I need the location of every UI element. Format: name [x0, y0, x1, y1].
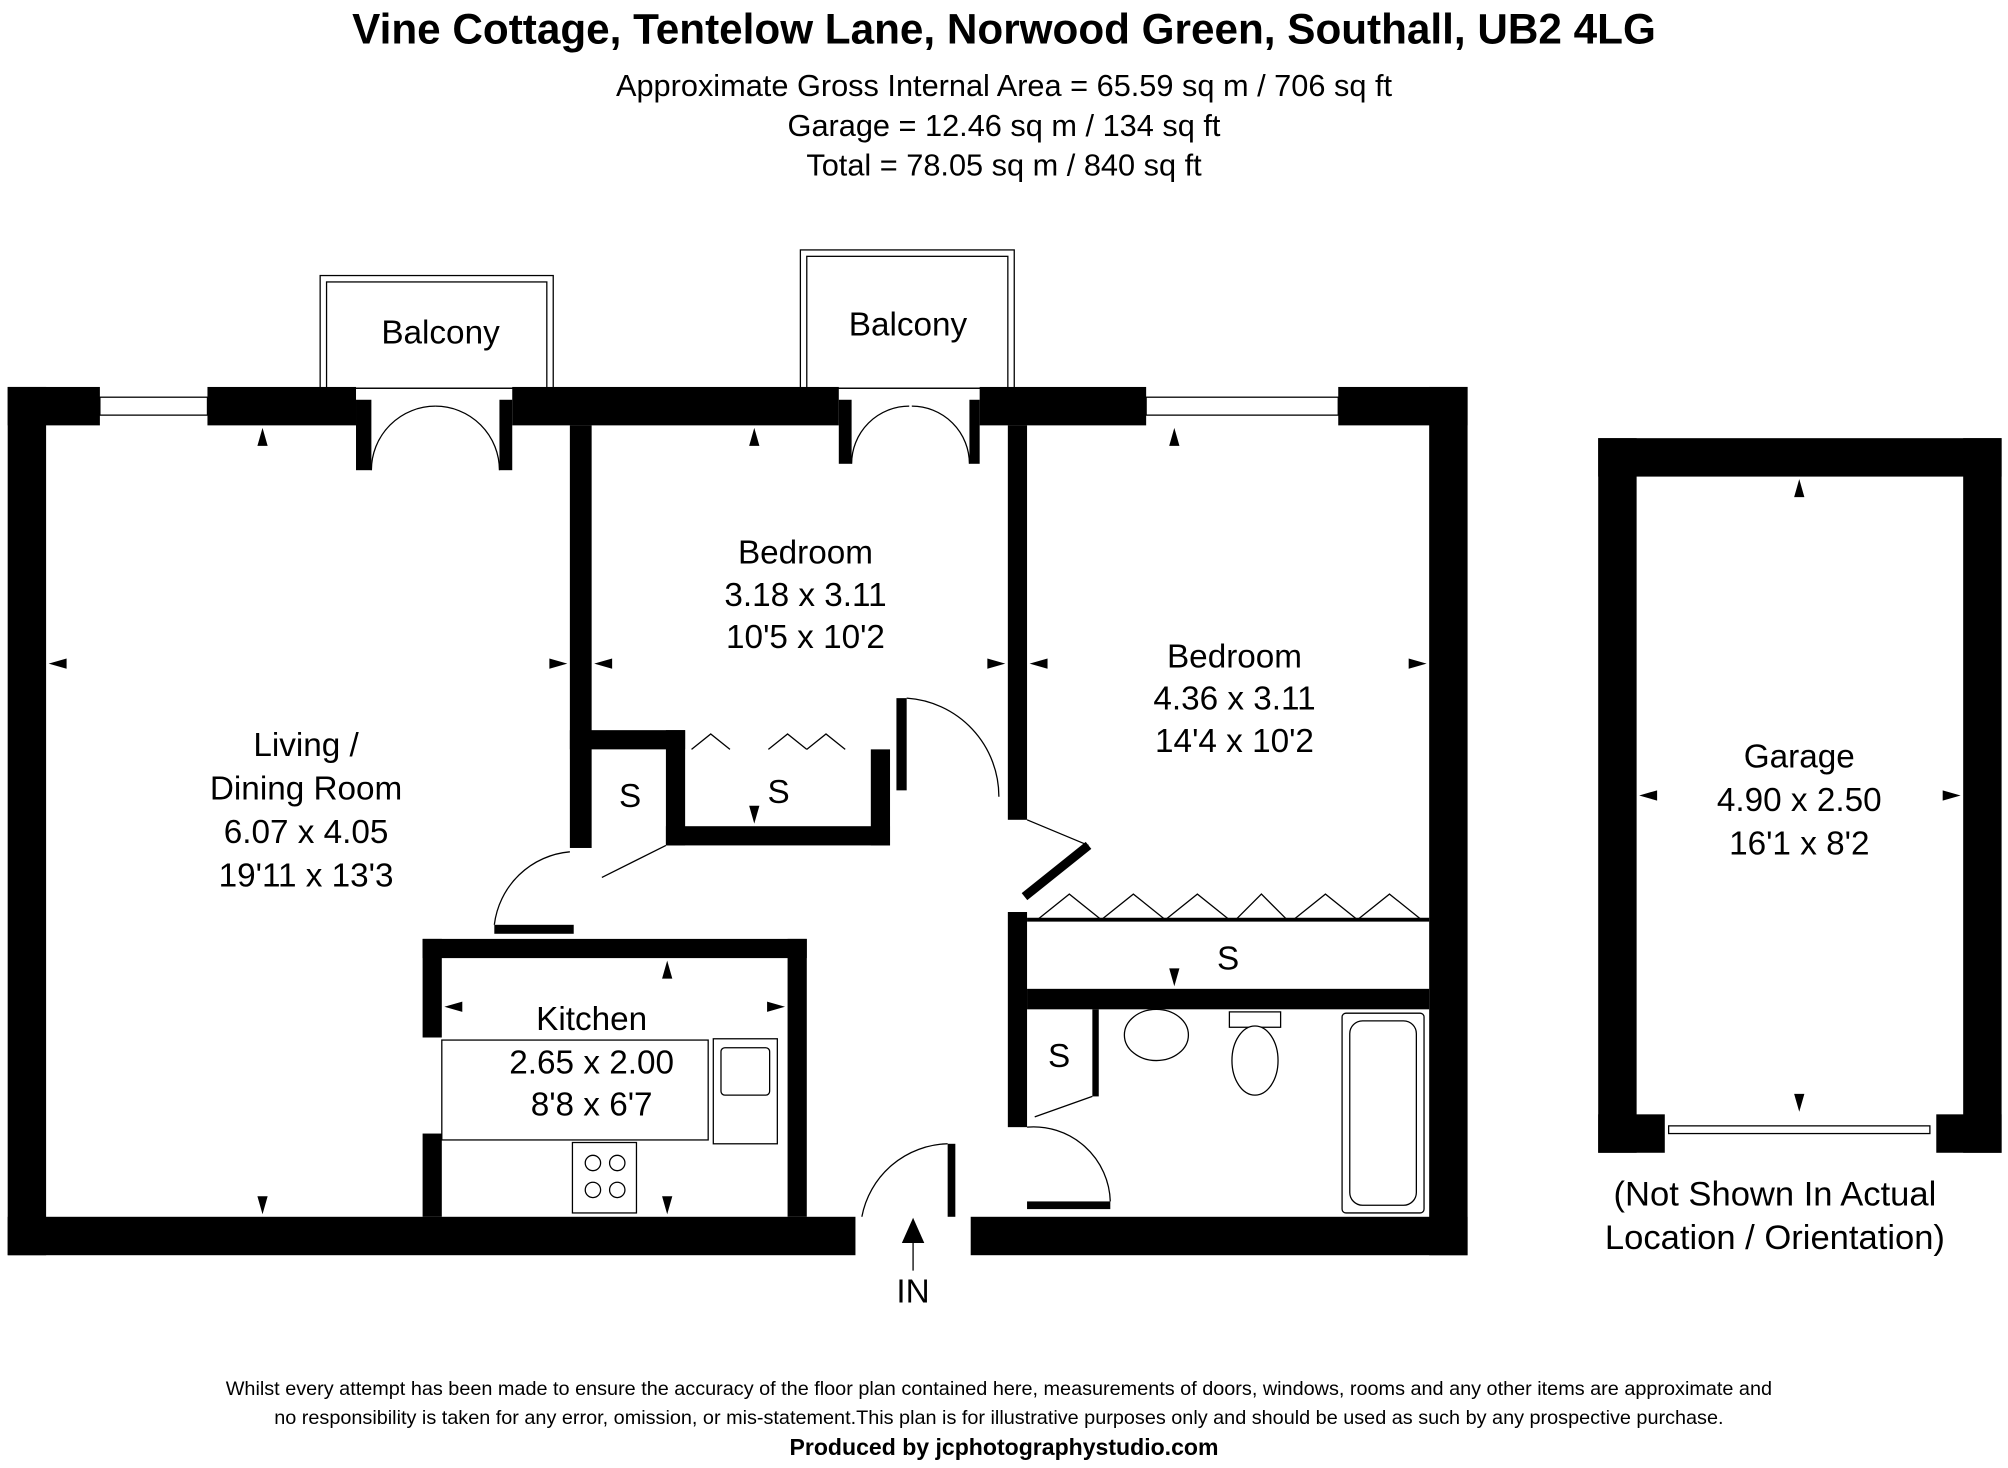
bedroom2-metric: 4.36 x 3.11 — [1153, 681, 1315, 718]
toilet-icon — [1228, 1011, 1282, 1028]
garage-name: Garage — [1744, 738, 1855, 775]
bedroom2-name: Bedroom — [1167, 638, 1302, 675]
storage-label: S — [768, 774, 790, 811]
plan-title: Vine Cottage, Tentelow Lane, Norwood Gre… — [352, 6, 1656, 53]
balcony-left: Balcony — [319, 274, 554, 389]
room-living: Living / Dining Room 6.07 x 4.05 19'11 x… — [210, 727, 402, 895]
storage-label: S — [619, 778, 641, 815]
kitchen-metric: 2.65 x 2.00 — [509, 1044, 674, 1081]
room-bedroom-1: Bedroom 3.18 x 3.11 10'5 x 10'2 — [724, 535, 886, 657]
garage-metric: 4.90 x 2.50 — [1717, 782, 1882, 819]
kitchen-name: Kitchen — [536, 1001, 647, 1038]
balcony-right: Balcony — [799, 249, 1015, 389]
room-bedroom-2: Bedroom 4.36 x 3.11 14'4 x 10'2 — [1153, 638, 1315, 760]
storage-label: S — [1217, 941, 1239, 978]
garage-imperial: 16'1 x 8'2 — [1729, 825, 1869, 862]
balcony-right-label: Balcony — [849, 307, 968, 344]
disclaimer-line-2: no responsibility is taken for any error… — [274, 1407, 1723, 1429]
living-name-2: Dining Room — [210, 770, 402, 807]
kitchen-imperial: 8'8 x 6'7 — [531, 1087, 653, 1124]
storage-labels: S S S S — [619, 774, 1239, 1075]
bedroom1-metric: 3.18 x 3.11 — [724, 577, 886, 614]
entrance-label: IN — [896, 1274, 929, 1311]
entrance: IN — [896, 1217, 930, 1311]
bedroom2-imperial: 14'4 x 10'2 — [1155, 723, 1314, 760]
garage-area: Garage = 12.46 sq m / 134 sq ft — [788, 108, 1221, 143]
producer-credit: Produced by jcphotographystudio.com — [790, 1434, 1219, 1460]
living-metric: 6.07 x 4.05 — [224, 814, 389, 851]
fixtures — [441, 1008, 1425, 1214]
garage-note-1: (Not Shown In Actual — [1614, 1175, 1937, 1213]
gross-area: Approximate Gross Internal Area = 65.59 … — [616, 68, 1393, 103]
bedroom1-imperial: 10'5 x 10'2 — [726, 619, 885, 656]
total-area: Total = 78.05 sq m / 840 sq ft — [806, 148, 1202, 183]
disclaimer-line-1: Whilst every attempt has been made to en… — [226, 1378, 1772, 1400]
basin-icon — [1123, 1008, 1190, 1062]
hob-icon — [571, 1141, 638, 1214]
bedroom1-name: Bedroom — [738, 535, 873, 572]
room-kitchen: Kitchen 2.65 x 2.00 8'8 x 6'7 — [509, 1001, 674, 1124]
garage: Garage 4.90 x 2.50 16'1 x 8'2 (Not Shown… — [1598, 438, 2002, 1257]
walls — [7, 386, 1468, 1256]
door-swings — [370, 405, 1430, 1217]
balcony-left-label: Balcony — [381, 314, 500, 351]
living-name-1: Living / — [253, 727, 359, 764]
storage-label: S — [1048, 1038, 1070, 1075]
living-imperial: 19'11 x 13'3 — [219, 857, 394, 894]
garage-note-2: Location / Orientation) — [1605, 1219, 1945, 1257]
